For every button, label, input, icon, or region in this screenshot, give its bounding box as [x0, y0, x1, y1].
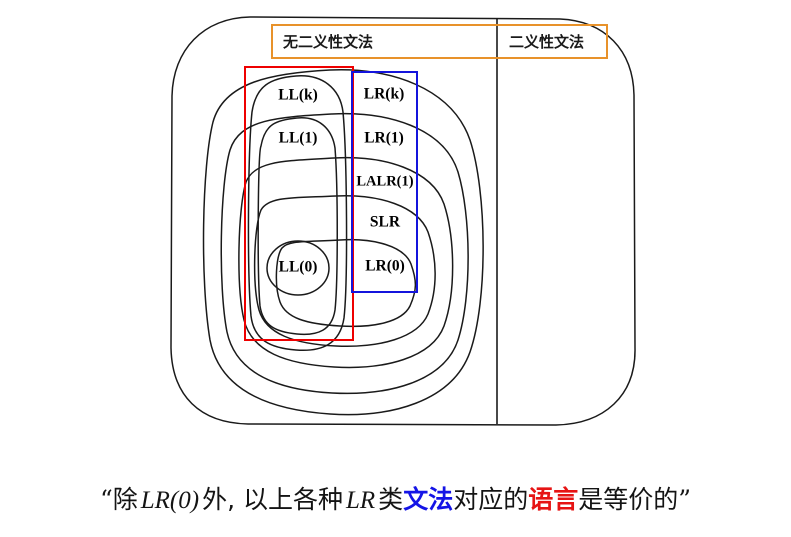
- region-slr: [253, 195, 436, 347]
- label-slr: SLR: [370, 214, 401, 231]
- region-ll-k: [247, 75, 348, 352]
- region-ll-1: [257, 117, 338, 336]
- ambiguity-title-box[interactable]: [271, 24, 608, 59]
- caption-part-5: 类: [378, 485, 404, 514]
- label-ll-1: LL(1): [279, 130, 318, 147]
- caption-part-7: 对应的: [453, 485, 529, 514]
- caption-open-quote: “: [99, 485, 113, 514]
- label-unambiguous-grammars: 无二义性文法: [282, 33, 373, 51]
- label-ambiguous-grammars: 二义性文法: [509, 33, 584, 51]
- caption-part-1: 除: [112, 485, 138, 514]
- label-ll-k: LL(k): [278, 87, 318, 104]
- label-lr-1: LR(1): [364, 130, 404, 147]
- region-lr-0: [275, 238, 417, 328]
- label-ll-0: LL(0): [279, 259, 318, 276]
- caption-part-2-math: LR(0): [140, 487, 200, 514]
- region-all-grammars: [170, 16, 636, 426]
- label-lr-k: LR(k): [364, 86, 404, 103]
- caption-part-3: 外, 以上各种: [202, 485, 343, 514]
- region-lr-k: [202, 68, 484, 416]
- caption-part-9: 是等价的: [578, 485, 679, 514]
- label-lalr-1: LALR(1): [356, 173, 413, 189]
- caption-grammar-highlight: 文法: [403, 485, 454, 514]
- highlight-box-lr[interactable]: [351, 71, 418, 293]
- region-ll-0: [266, 240, 330, 296]
- label-lr-0: LR(0): [365, 258, 405, 275]
- caption-part-4-math: LR: [345, 487, 376, 514]
- region-lr-1: [220, 112, 469, 395]
- caption-language-highlight: 语言: [528, 485, 579, 514]
- caption-close-quote: ”: [678, 485, 692, 514]
